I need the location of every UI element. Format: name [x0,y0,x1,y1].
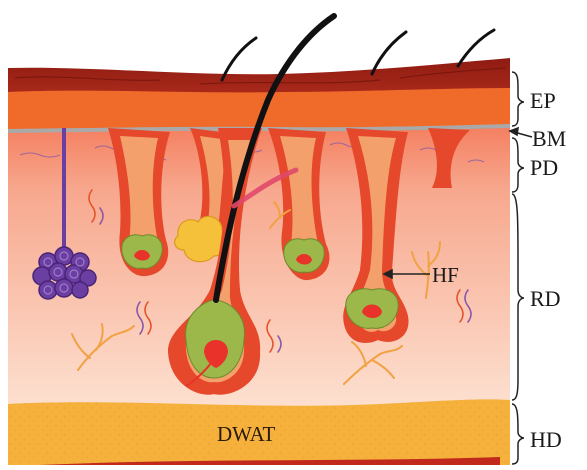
label-reticular-dermis: RD [530,288,561,310]
label-basement-membrane: BM [532,128,566,150]
bracket-hd [512,404,524,464]
bm-arrowhead [510,128,518,135]
label-hair-follicle: HF [432,265,459,286]
bracket-rd [512,194,524,400]
bracket-ep [512,72,524,126]
label-epidermis: EP [530,90,556,112]
label-hypodermis: HD [530,429,562,451]
hair-shaft-1 [222,38,256,80]
label-dwat: DWAT [217,424,275,445]
bracket-pd [512,138,524,192]
label-papillary-dermis: PD [530,157,558,179]
epidermis-layer [8,58,510,92]
